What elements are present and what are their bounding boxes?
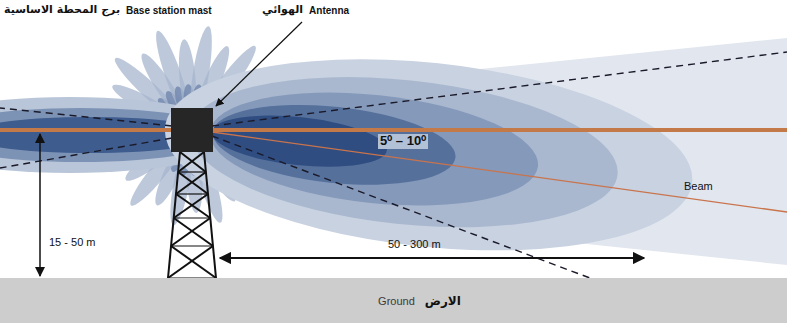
beam-label: Beam — [684, 180, 713, 193]
mast-lattice — [168, 152, 216, 278]
antenna-label-en: Antenna — [309, 5, 349, 17]
ground-band: Ground الارض — [0, 278, 787, 323]
beam-line — [212, 132, 787, 212]
mast-label-en: Base station mast — [126, 5, 212, 17]
antenna-label-ar: الهوائي — [262, 4, 303, 17]
height-dimension-label: 15 - 50 m — [47, 236, 97, 249]
ground-label: الارض — [425, 294, 461, 308]
mast-label-ar: برج المحطة الاساسية — [4, 4, 120, 17]
leader-line — [216, 22, 302, 106]
height-dimension — [39, 134, 41, 276]
tilt-angle: 5⁰ – 10⁰ — [378, 134, 428, 149]
horizontal-line — [0, 128, 787, 132]
distance-dimension — [220, 257, 644, 259]
ground-label: Ground — [378, 295, 415, 307]
distance-dimension-label: 50 - 300 m — [388, 238, 441, 251]
antenna-box — [171, 108, 213, 152]
beam-limits — [0, 52, 787, 278]
main-lobe — [155, 36, 701, 274]
